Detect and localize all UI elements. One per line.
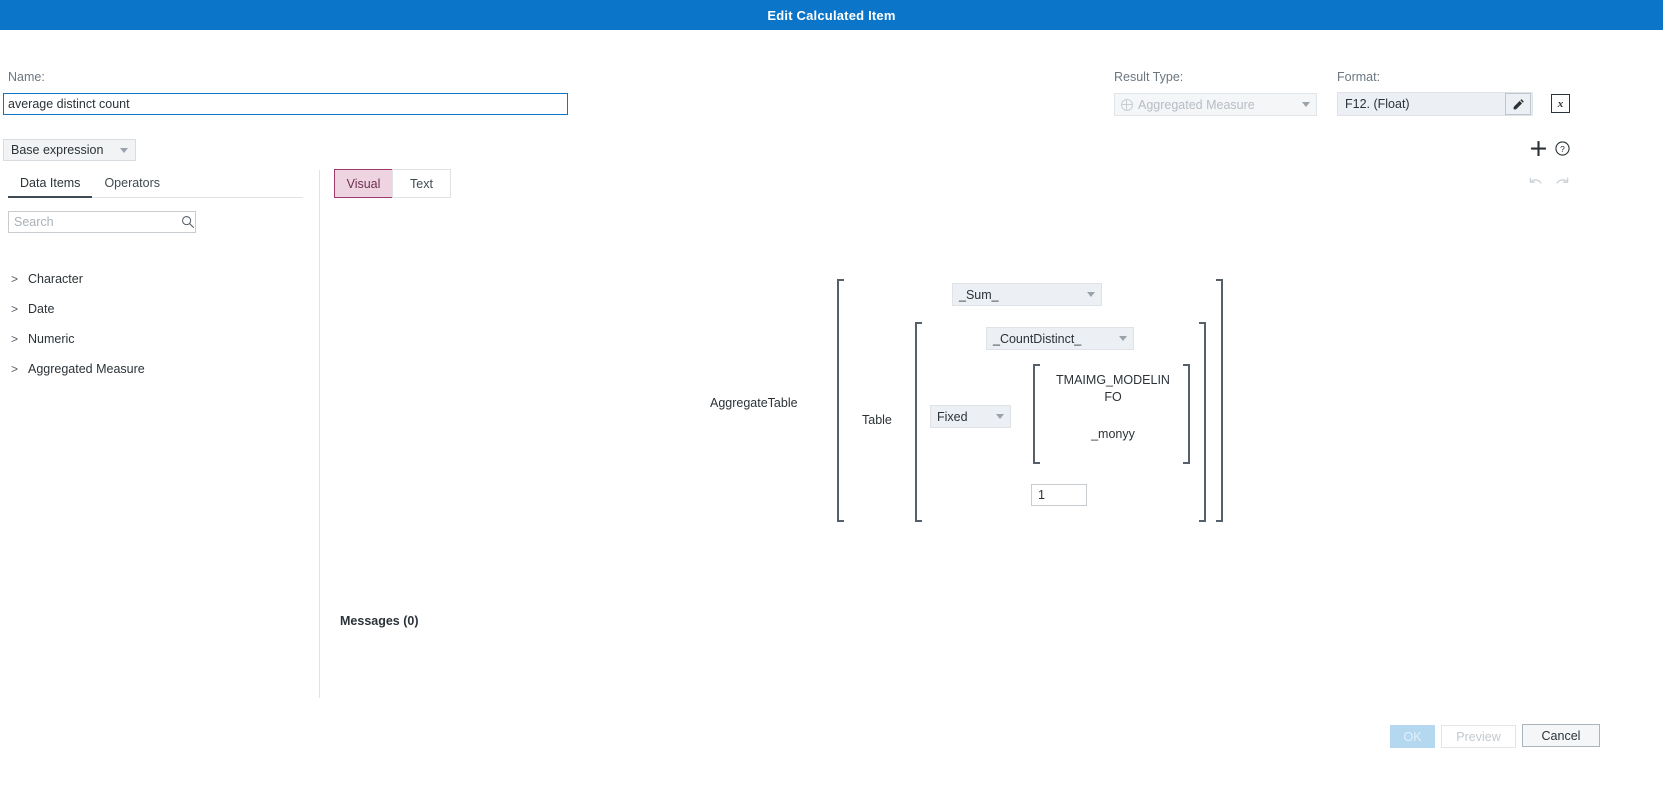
- tree-node-character[interactable]: > Character: [8, 264, 308, 294]
- tree-node-label: Numeric: [28, 332, 75, 346]
- expression-canvas: AggregateTable _Sum_ Table _CountDistinc…: [320, 200, 1663, 700]
- format-field[interactable]: F12. (Float): [1337, 92, 1533, 116]
- group-by-item-1[interactable]: TMAIMG_MODELIN FO: [1048, 372, 1178, 406]
- group-by-item-1-line-1: TMAIMG_MODELIN: [1056, 373, 1170, 387]
- tree-node-label: Character: [28, 272, 83, 286]
- tab-operators-label: Operators: [104, 176, 161, 190]
- numeric-value-input[interactable]: 1: [1031, 484, 1087, 506]
- name-input[interactable]: [3, 93, 568, 115]
- search-box[interactable]: [8, 211, 196, 233]
- group-by-item-1-line-2: FO: [1104, 390, 1122, 404]
- undo-icon: [1526, 174, 1544, 192]
- chevron-right-icon[interactable]: >: [11, 302, 19, 316]
- tab-data-items[interactable]: Data Items: [8, 176, 93, 198]
- chevron-down-icon: [996, 414, 1004, 419]
- tree-node-numeric[interactable]: > Numeric: [8, 324, 308, 354]
- result-type-select: Aggregated Measure: [1114, 93, 1317, 116]
- group-by-bracket-left: [1033, 364, 1040, 464]
- editor-view-tabs: Visual Text: [334, 169, 451, 198]
- add-icon[interactable]: [1529, 139, 1547, 157]
- context-mode-dropdown[interactable]: Fixed: [930, 405, 1011, 428]
- inner-aggregation-dropdown[interactable]: _CountDistinct_: [986, 327, 1134, 350]
- ok-button: OK: [1390, 725, 1435, 748]
- chevron-right-icon[interactable]: >: [11, 332, 19, 346]
- table-bracket-right: [1199, 322, 1206, 522]
- base-expression-dropdown[interactable]: Base expression: [3, 139, 136, 161]
- chevron-right-icon[interactable]: >: [11, 272, 19, 286]
- inner-aggregation-value: _CountDistinct_: [993, 331, 1082, 346]
- base-expression-label: Base expression: [11, 143, 104, 157]
- table-label: Table: [862, 413, 892, 427]
- outer-bracket-right: [1216, 279, 1223, 522]
- data-items-tree: > Character > Date > Numeric > Aggregate…: [8, 264, 308, 384]
- preview-button: Preview: [1441, 725, 1516, 748]
- format-value: F12. (Float): [1345, 97, 1410, 111]
- search-input[interactable]: [9, 215, 180, 229]
- tab-operators[interactable]: Operators: [92, 176, 172, 197]
- chevron-down-icon: [1087, 292, 1095, 297]
- chevron-right-icon[interactable]: >: [11, 362, 19, 376]
- chevron-down-icon: [1119, 336, 1127, 341]
- panel-divider: [319, 170, 320, 698]
- left-panel: Data Items Operators > Character >: [0, 170, 319, 800]
- tab-visual[interactable]: Visual: [334, 169, 393, 198]
- table-bracket-left: [915, 322, 922, 522]
- chevron-down-icon: [1302, 102, 1310, 107]
- redo-icon: [1553, 174, 1571, 192]
- tree-node-label: Aggregated Measure: [28, 362, 145, 376]
- clear-format-glyph: x: [1557, 97, 1564, 110]
- format-label: Format:: [1337, 70, 1381, 84]
- tab-data-items-label: Data Items: [20, 176, 81, 190]
- tree-node-aggregated-measure[interactable]: > Aggregated Measure: [8, 354, 308, 384]
- search-icon[interactable]: [180, 215, 195, 229]
- dialog-title-bar: Edit Calculated Item: [0, 0, 1663, 30]
- expression-root-label: AggregateTable: [710, 396, 798, 410]
- group-by-item-2[interactable]: _monyy: [1091, 427, 1135, 441]
- x-boxed-icon[interactable]: x: [1551, 94, 1570, 113]
- pencil-icon[interactable]: [1505, 93, 1531, 115]
- messages-label: Messages (0): [340, 614, 419, 628]
- tab-visual-label: Visual: [346, 176, 381, 191]
- tab-text[interactable]: Text: [392, 169, 451, 198]
- result-type-value: Aggregated Measure: [1138, 97, 1255, 112]
- tree-node-date[interactable]: > Date: [8, 294, 308, 324]
- context-mode-value: Fixed: [937, 409, 968, 424]
- result-type-label: Result Type:: [1114, 70, 1184, 84]
- tab-text-label: Text: [410, 176, 433, 191]
- tree-node-label: Date: [28, 302, 55, 316]
- left-panel-tabs: Data Items Operators: [8, 170, 303, 198]
- outer-bracket-left: [837, 279, 844, 522]
- help-icon[interactable]: ?: [1554, 140, 1570, 156]
- outer-aggregation-dropdown[interactable]: _Sum_: [952, 283, 1102, 306]
- cancel-button[interactable]: Cancel: [1522, 724, 1600, 747]
- aggregated-measure-icon: [1121, 98, 1133, 111]
- chevron-down-icon: [120, 147, 128, 153]
- svg-text:?: ?: [1560, 143, 1565, 153]
- dialog-title: Edit Calculated Item: [767, 7, 896, 23]
- outer-aggregation-value: _Sum_: [959, 287, 999, 302]
- group-by-bracket-right: [1183, 364, 1190, 464]
- name-label: Name:: [8, 70, 45, 84]
